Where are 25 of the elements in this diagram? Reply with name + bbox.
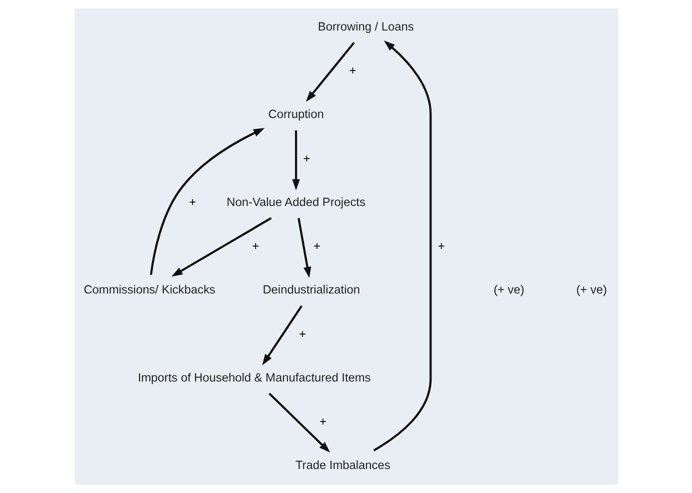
arrow (170, 217, 272, 277)
edge-label: + (252, 239, 259, 254)
arrow (305, 42, 354, 102)
arrow (372, 40, 432, 452)
arrow (297, 218, 311, 278)
node-text: Borrowing / Loans (317, 19, 414, 34)
node-text: Commissions/ Kickbacks (83, 282, 215, 297)
edge-label: + (348, 64, 356, 78)
node-text: Trade Imbalances (294, 458, 390, 472)
label: (+ ve) (493, 282, 524, 297)
edge-label: + (312, 239, 320, 254)
edge-label: + (437, 239, 444, 254)
arrow (262, 305, 302, 366)
edge-label: + (318, 414, 326, 429)
arrow (268, 392, 330, 453)
node-text: Non-Value Added Projects (226, 194, 365, 209)
node-text: Imports of Household & Manufactured Items (137, 370, 370, 384)
edge-label: + (188, 195, 196, 210)
node-text: Deindustrialization (262, 282, 360, 297)
edge-label: + (298, 326, 306, 341)
label: (+ ve) (576, 282, 606, 297)
node-text: Corruption (268, 107, 324, 122)
arrow (149, 128, 264, 275)
edge-label: + (302, 151, 310, 166)
arrow (292, 130, 300, 190)
